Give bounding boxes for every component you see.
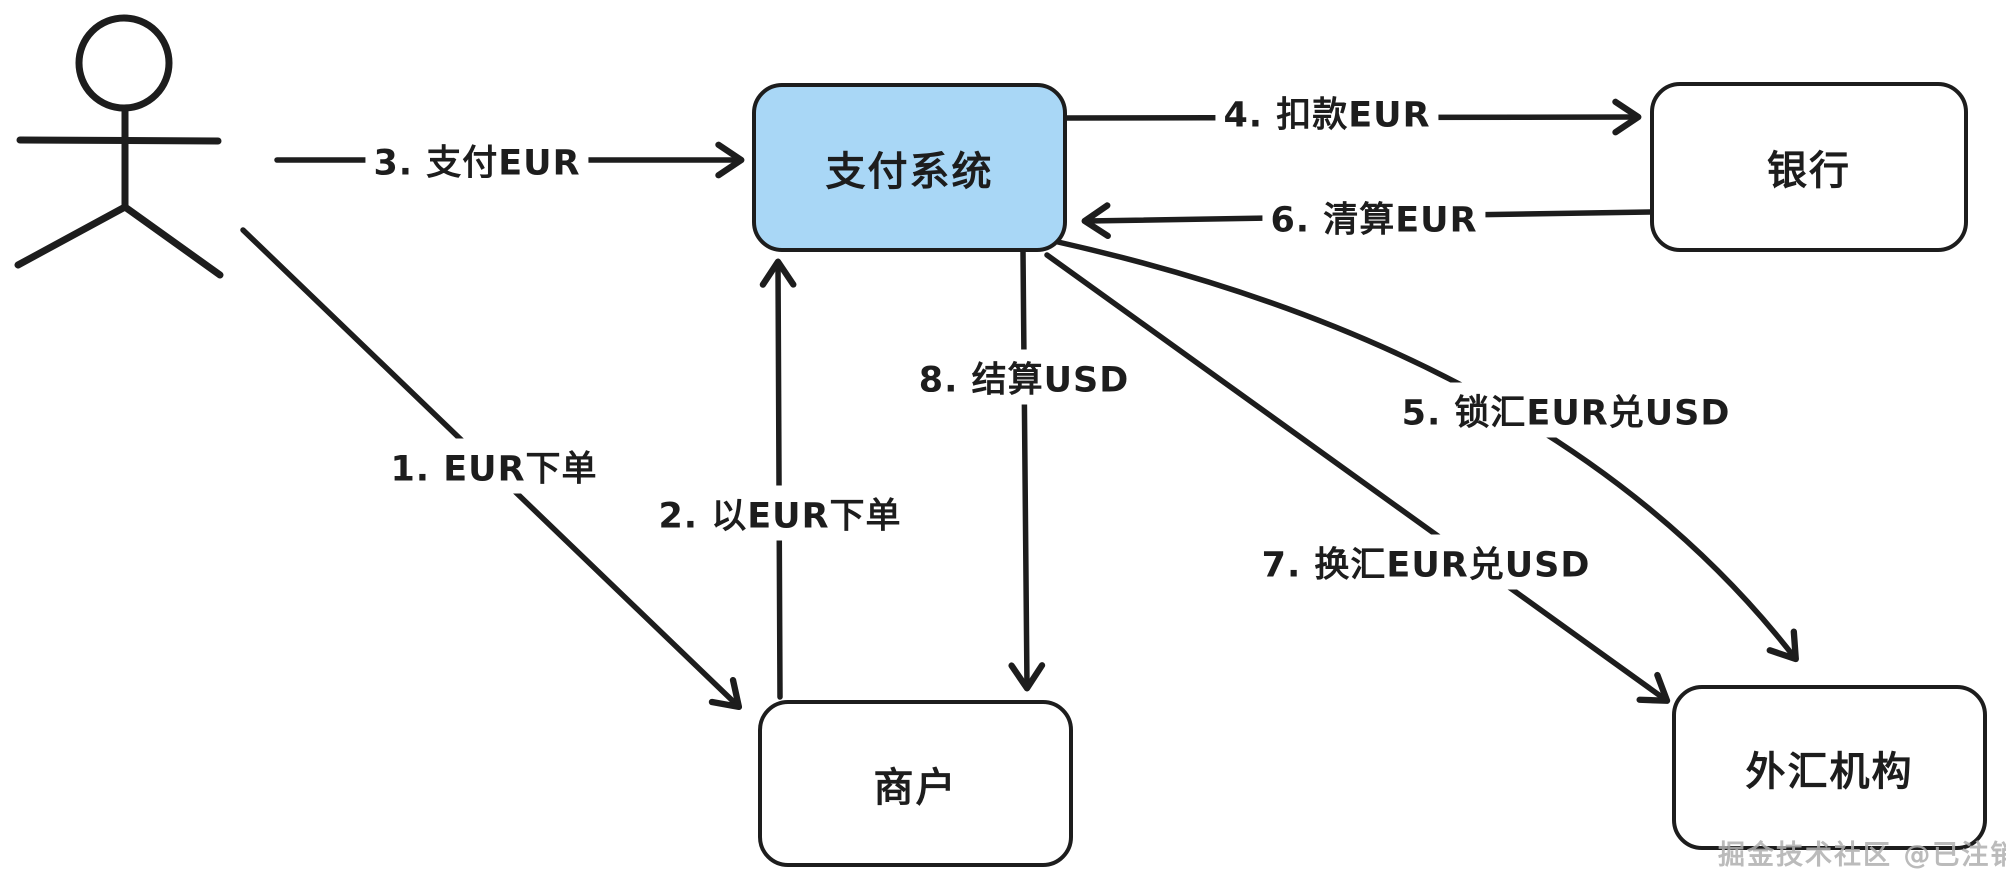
edge-label-5: 5. 锁汇EUR兑USD bbox=[1393, 382, 1739, 438]
edge-label-4: 4. 扣款EUR bbox=[1215, 84, 1439, 140]
edge-2-line bbox=[759, 258, 797, 700]
node-merchant: 商户 bbox=[758, 700, 1073, 867]
edge-label-1: 1. EUR下单 bbox=[382, 438, 606, 494]
node-fx-agency: 外汇机构 bbox=[1672, 685, 1987, 850]
node-bank-label: 银行 bbox=[1767, 148, 1851, 194]
node-payment-system: 支付系统 bbox=[752, 83, 1067, 252]
watermark: 掘金技术社区 @已注销 bbox=[1718, 840, 2006, 871]
node-payment-system-label: 支付系统 bbox=[825, 148, 994, 195]
node-fx-agency-label: 外汇机构 bbox=[1745, 748, 1914, 795]
edge-5-line bbox=[1055, 239, 1799, 663]
edge-label-8: 8. 结算USD bbox=[910, 349, 1138, 405]
edge-8-line bbox=[1008, 249, 1046, 692]
edge-label-7: 7. 换汇EUR兑USD bbox=[1253, 534, 1599, 590]
node-bank: 银行 bbox=[1650, 82, 1968, 252]
edge-label-3: 3. 支付EUR bbox=[365, 132, 589, 188]
edge-7-line bbox=[1044, 252, 1671, 704]
stick-figure-icon bbox=[14, 14, 224, 279]
edge-label-6: 6. 清算EUR bbox=[1262, 189, 1486, 245]
edge-label-2: 2. 以EUR下单 bbox=[650, 485, 910, 541]
node-merchant-label: 商户 bbox=[873, 764, 958, 811]
